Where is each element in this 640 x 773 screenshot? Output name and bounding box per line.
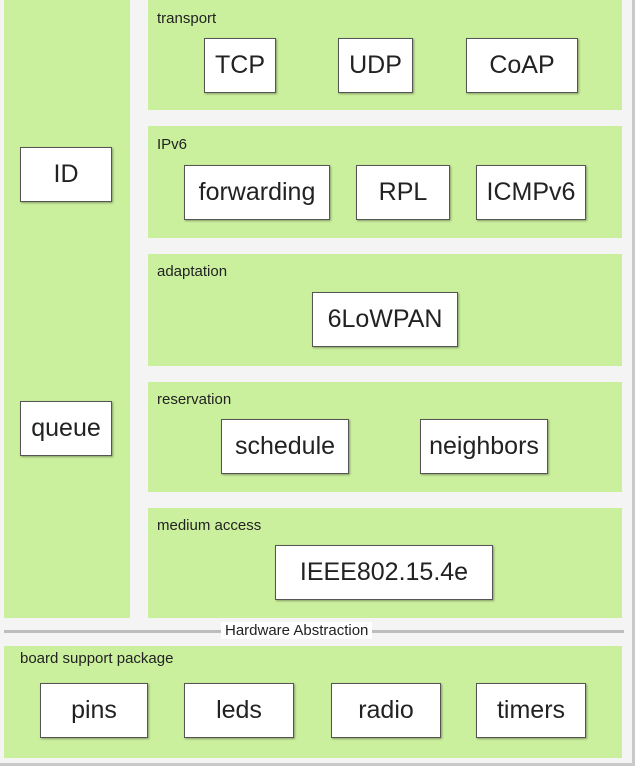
side-column-panel <box>4 0 130 618</box>
leds-box: leds <box>184 683 294 738</box>
6lowpan-box: 6LoWPAN <box>312 292 458 347</box>
medium-access-layer-label: medium access <box>157 517 262 534</box>
ieee802154e-box: IEEE802.15.4e <box>275 545 493 600</box>
radio-box: radio <box>331 683 441 738</box>
icmpv6-box: ICMPv6 <box>476 165 586 220</box>
tcp-box: TCP <box>204 38 276 93</box>
transport-layer-label: transport <box>157 10 217 27</box>
rpl-box: RPL <box>356 165 450 220</box>
id-box: ID <box>20 147 112 202</box>
hardware-abstraction-label: Hardware Abstraction <box>221 622 373 639</box>
bsp-layer-label: board support package <box>20 650 174 667</box>
coap-box: CoAP <box>466 38 578 93</box>
forwarding-box: forwarding <box>184 165 330 220</box>
neighbors-box: neighbors <box>420 419 548 474</box>
ipv6-layer-label: IPv6 <box>157 136 188 153</box>
schedule-box: schedule <box>221 419 349 474</box>
udp-box: UDP <box>338 38 413 93</box>
pins-box: pins <box>40 683 148 738</box>
timers-box: timers <box>476 683 586 738</box>
queue-box: queue <box>20 401 112 456</box>
reservation-layer-label: reservation <box>157 391 232 408</box>
adaptation-layer-label: adaptation <box>157 263 228 280</box>
